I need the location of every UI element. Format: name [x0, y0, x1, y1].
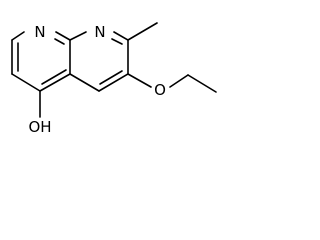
atom-oh-label: OH	[28, 118, 51, 136]
bond-o-ch2	[169, 74, 189, 88]
bond-n8-c7-inner	[111, 38, 123, 45]
bond-n8-c7	[113, 31, 129, 41]
atom-o-ether-label: O	[154, 81, 166, 99]
atom-n8-label: N	[94, 23, 105, 41]
bond-c7-methyl	[127, 22, 158, 41]
bond-c4-c4a-inner	[41, 69, 67, 85]
bond-c6-c5-inner	[99, 70, 123, 85]
bond-c6-c5	[98, 73, 129, 92]
bond-c8a-n8	[69, 31, 87, 41]
bond-c8a-n1	[55, 31, 71, 41]
bond-n1-c2	[11, 31, 25, 41]
chemical-structure-diagram: N N O OH	[11, 22, 217, 136]
ethoxy-group	[127, 73, 217, 93]
atom-n1-label: N	[34, 23, 45, 41]
left-ring	[11, 31, 71, 92]
bond-ch2-ch3	[187, 74, 217, 93]
bond-c8a-n1-inner	[54, 38, 65, 45]
bond-c3-c4	[11, 73, 41, 92]
bond-c4-c4a	[39, 73, 71, 92]
bond-c5-c4a	[69, 73, 100, 92]
right-ring	[69, 31, 129, 92]
bond-c6-o	[127, 73, 152, 88]
